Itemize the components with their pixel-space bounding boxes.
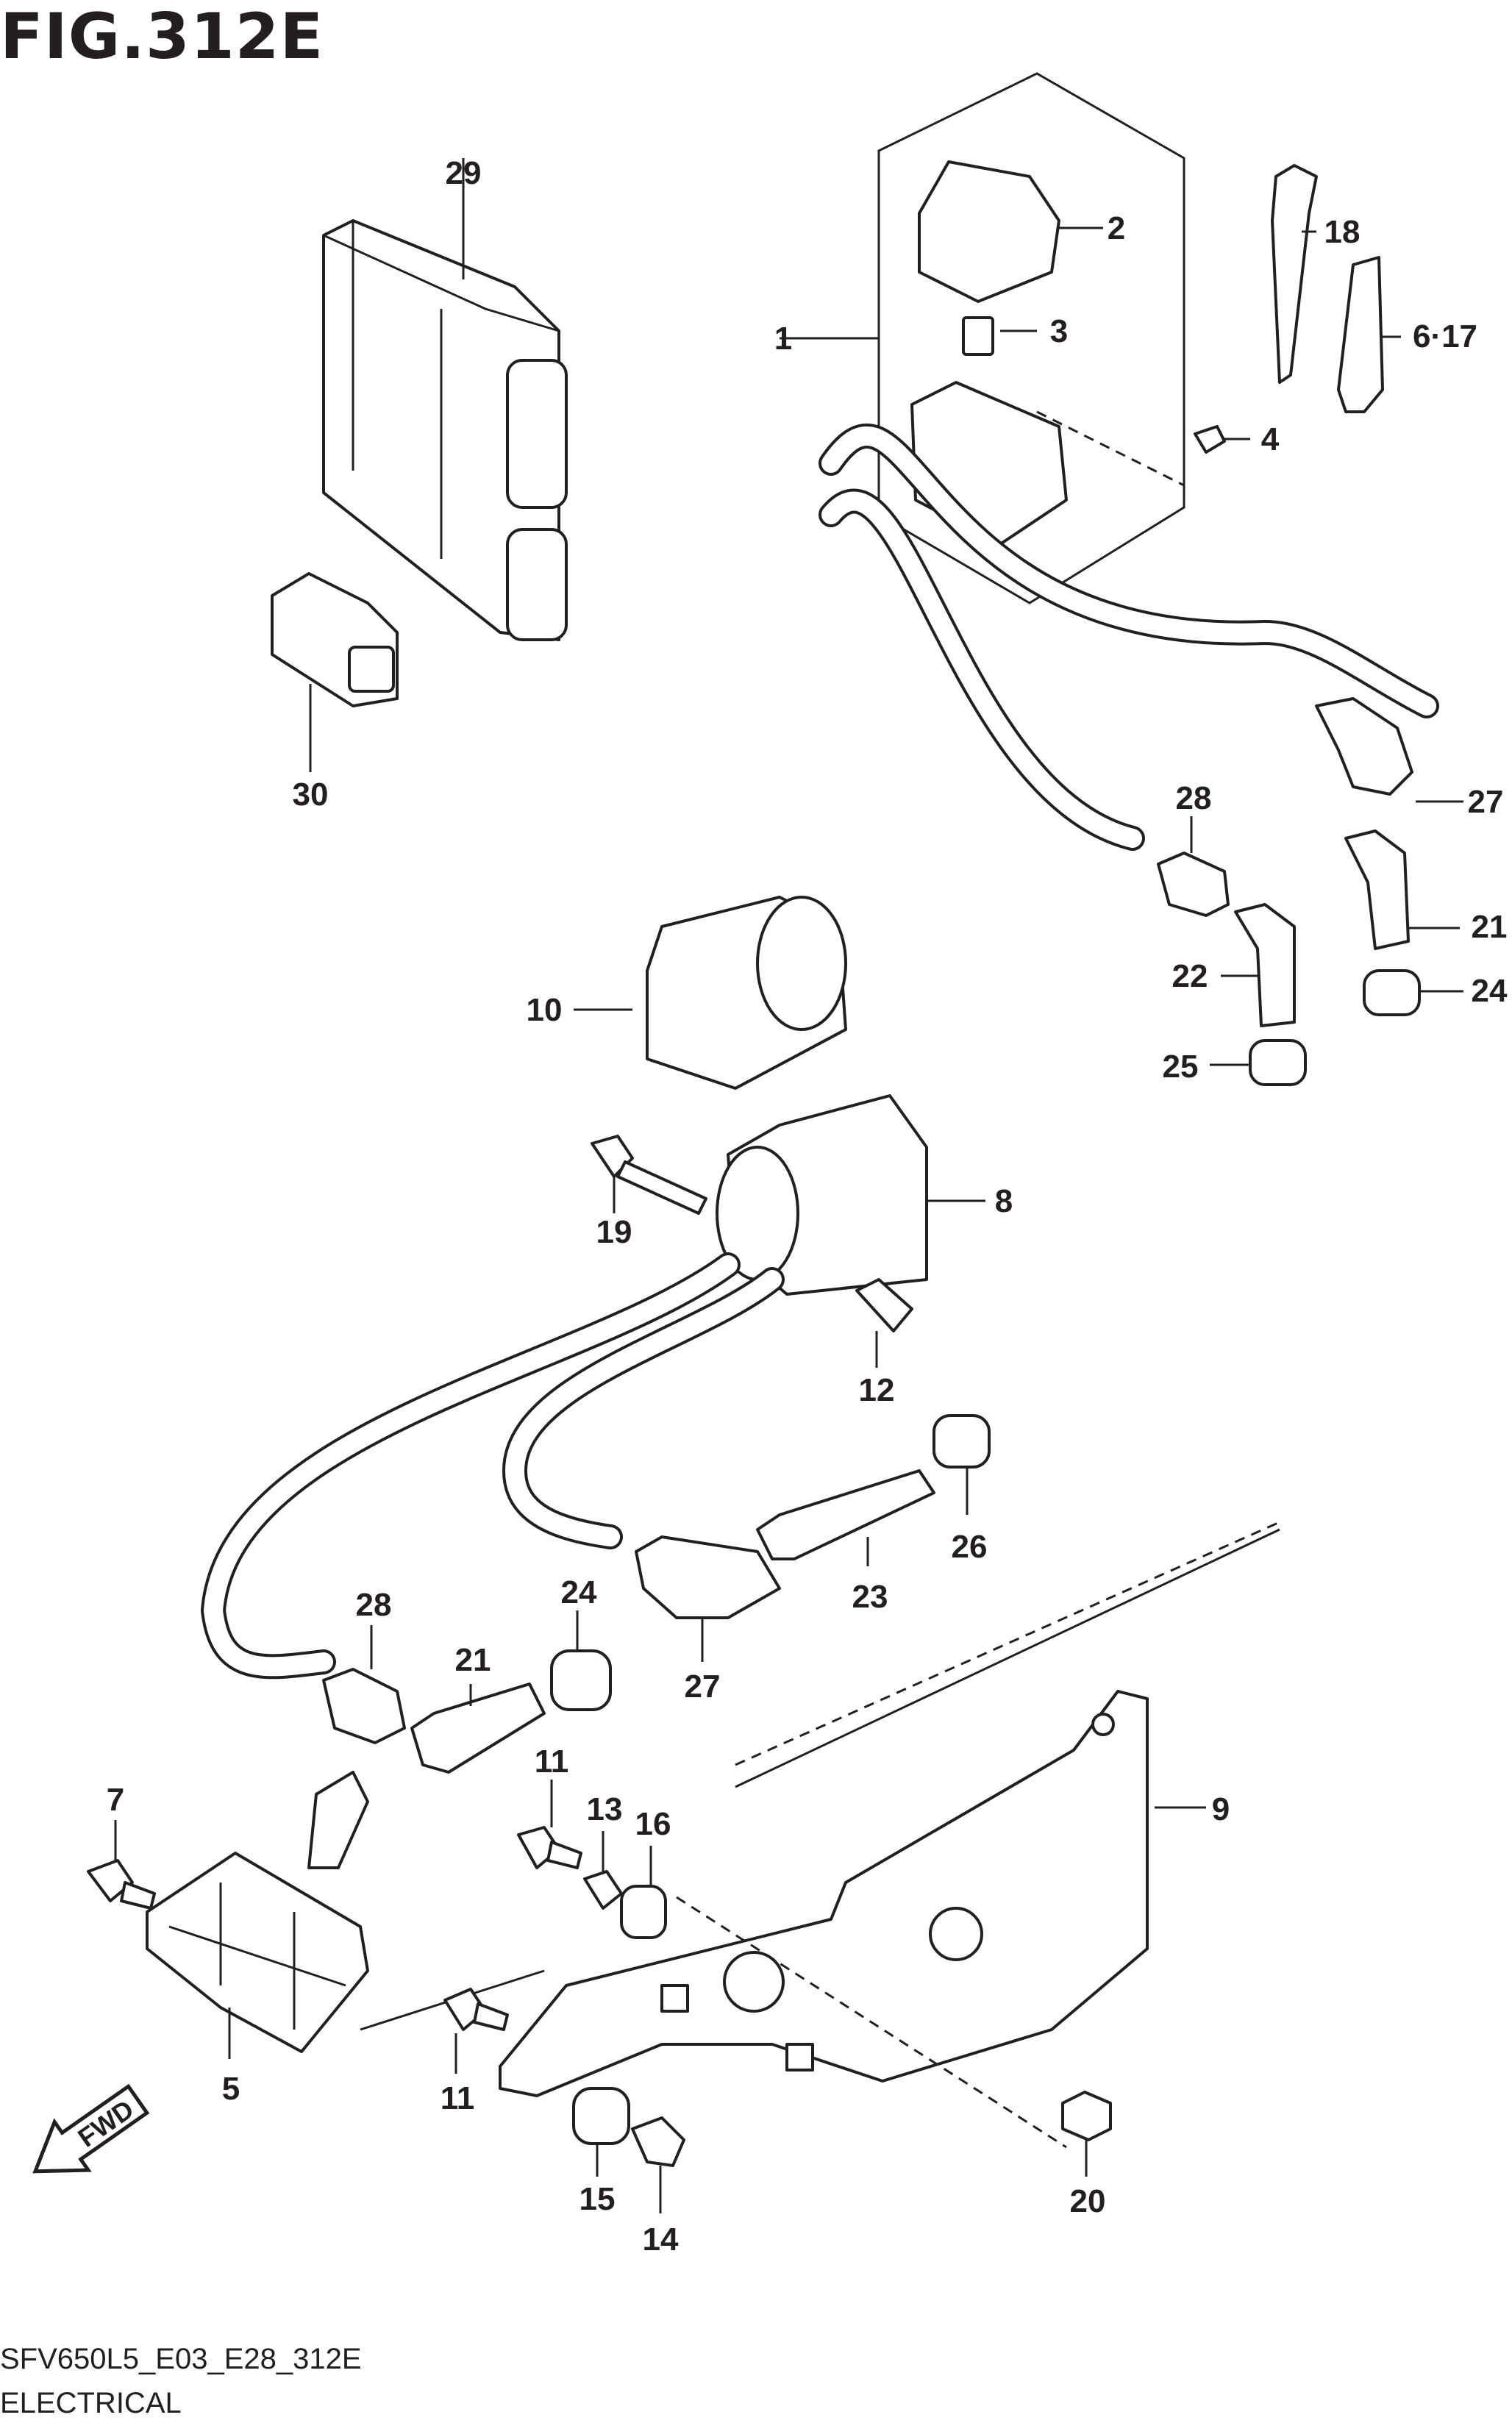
callout-26: 26 (952, 1529, 988, 1565)
clamp-6-17 (1337, 256, 1401, 413)
seal-28-upper (1157, 816, 1230, 917)
callout-27-lower: 27 (685, 1669, 721, 1705)
mounting-bracket-9 (360, 1521, 1280, 2149)
callout-28-upper: 28 (1176, 780, 1212, 816)
figure-code: SFV650L5_E03_E28_312E (0, 2343, 362, 2375)
callout-22: 22 (1172, 958, 1208, 994)
connector-30 (271, 572, 399, 772)
callout-12: 12 (859, 1372, 895, 1408)
callout-21-upper: 21 (1472, 909, 1508, 945)
cap-21-upper (1344, 829, 1460, 950)
bolt-11-lower (443, 1988, 509, 2074)
callout-3: 3 (1050, 313, 1068, 349)
callout-21-lower: 21 (455, 1642, 491, 1678)
callout-30: 30 (293, 777, 329, 813)
seal-25 (1210, 1039, 1307, 1086)
seal-24-upper (1363, 969, 1463, 1016)
callout-29: 29 (446, 155, 482, 191)
figure-caption: ELECTRICAL (0, 2387, 182, 2419)
ecu-unit (322, 158, 568, 641)
cap-23 (756, 1469, 935, 1566)
callout-9: 9 (1212, 1791, 1230, 1827)
callout-7: 7 (107, 1782, 124, 1818)
callout-27-upper: 27 (1468, 784, 1504, 820)
regulator-5 (146, 1771, 369, 2059)
callout-24-upper: 24 (1472, 973, 1508, 1009)
ignition-coil-8 (201, 1094, 985, 1680)
callout-25: 25 (1163, 1049, 1199, 1085)
collar-12 (855, 1278, 913, 1368)
callout-14: 14 (643, 2222, 679, 2258)
bolt-11-upper (517, 1780, 582, 1869)
callout-19: 19 (596, 1214, 632, 1250)
callout-15: 15 (580, 2181, 616, 2217)
plug-cap-27-upper (1315, 697, 1463, 803)
callout-23: 23 (852, 1579, 888, 1615)
callout-24-lower: 24 (561, 1574, 597, 1610)
callout-4: 4 (1261, 421, 1280, 457)
nut-20 (1061, 2091, 1112, 2177)
callout-5: 5 (222, 2071, 240, 2107)
callout-11-upper: 11 (535, 1744, 569, 1780)
bolt-19 (591, 1135, 707, 1215)
cap-21-lower (410, 1682, 546, 1774)
seal-28-lower (322, 1625, 406, 1744)
relay-group-box (780, 72, 1185, 604)
cap-22 (1221, 903, 1296, 1027)
collar-14 (631, 2116, 685, 2213)
callout-16: 16 (635, 1806, 671, 1842)
callout-28-lower: 28 (356, 1587, 392, 1623)
callout-20: 20 (1070, 2183, 1106, 2219)
callout-6-17: 6·17 (1413, 318, 1477, 354)
callout-18: 18 (1324, 214, 1361, 250)
collar-13 (583, 1831, 623, 1910)
callout-2: 2 (1108, 210, 1125, 246)
seal-26 (932, 1414, 991, 1515)
ignition-coil-10 (574, 424, 1439, 1090)
callout-10: 10 (527, 992, 563, 1028)
figure-title: FIG.312E (0, 0, 324, 74)
screw-4 (1194, 425, 1250, 454)
grommet-15 (572, 2087, 630, 2177)
plug-cap-27-lower (635, 1535, 781, 1662)
fwd-arrow-icon: FWD (32, 2083, 150, 2174)
seal-24-lower (550, 1610, 612, 1711)
callout-11-lower: 11 (441, 2080, 475, 2116)
callout-1: 1 (774, 321, 792, 357)
cable-tie-18 (1271, 164, 1318, 384)
grommet-16 (620, 1846, 667, 1939)
callout-13: 13 (587, 1791, 623, 1827)
bolt-7 (87, 1820, 156, 1910)
callout-8: 8 (995, 1183, 1013, 1219)
